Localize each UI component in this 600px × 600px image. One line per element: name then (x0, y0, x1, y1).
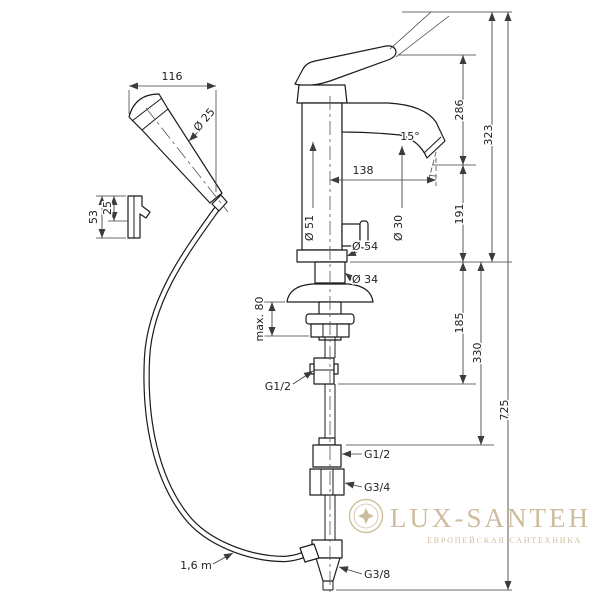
thread-g12-mid-label: G1/2 (364, 448, 390, 461)
dim-53-label: 53 (87, 210, 100, 224)
dim-max80-label: max. 80 (253, 297, 266, 342)
g34-connector (309, 468, 345, 496)
hose-fill (144, 208, 305, 562)
phantom-lever-line (389, 11, 432, 50)
faucet-body (286, 45, 446, 591)
watermark-logo-emblem (358, 508, 374, 524)
lever-handle (294, 45, 397, 87)
leader-g12-shower (292, 370, 314, 385)
dim-dia34-label: Ø 34 (352, 273, 378, 286)
sprayer-head-joint (141, 108, 169, 131)
watermark-logo-inner-circle (353, 503, 379, 529)
wall-holder-bracket (127, 195, 151, 239)
angle-15-label: 15° (400, 130, 420, 143)
dim-116-label: 116 (162, 70, 183, 83)
watermark: LUX-SANTEH ЕВРОПЕЙСКАЯ САНТЕХНИКА (348, 498, 591, 545)
shower-outlet-connector (313, 357, 335, 385)
phantom-lever-line (395, 15, 450, 58)
cartridge-cap (296, 84, 348, 104)
sprayer-hose-nipple (211, 194, 228, 212)
thread-g12-shower-label: G1/2 (265, 380, 291, 393)
shower-hose (143, 206, 320, 563)
hose-end-fitting (299, 543, 320, 563)
dim-323-label: 323 (482, 125, 495, 146)
dim-191-label: 191 (453, 204, 466, 225)
dim-138-label: 138 (353, 164, 374, 177)
dim-330-label: 330 (471, 343, 484, 364)
dim-185-label: 185 (453, 313, 466, 334)
hand-shower (127, 93, 228, 239)
leader-g34 (344, 481, 363, 489)
leader-g38 (338, 566, 363, 575)
angle-15-arc (428, 174, 437, 177)
diverter-knob (359, 220, 369, 249)
spout (341, 102, 446, 159)
leader-dia34 (344, 272, 355, 282)
dim-dia54-label: Ø 54 (352, 240, 378, 253)
watermark-logo-outer-circle (348, 498, 384, 534)
dim-dia25-label: Ø 25 (191, 106, 218, 134)
g38-cone-nut (315, 557, 341, 582)
leader-hose-length (212, 552, 234, 565)
thread-g34-label: G3/4 (364, 481, 390, 494)
watermark-title: LUX-SANTEH (390, 503, 591, 533)
thread-g38-label: G3/8 (364, 568, 390, 581)
angle-15-line (427, 151, 437, 184)
sprayer-axis-centerline (145, 107, 229, 213)
base-collar (296, 249, 348, 263)
watermark-subtitle: ЕВРОПЕЙСКАЯ САНТЕХНИКА (427, 536, 582, 545)
hose-length-label: 1,6 m (180, 559, 212, 572)
g12-connector (312, 444, 342, 468)
leader-dia25 (188, 130, 200, 142)
connector-tab (333, 363, 339, 375)
dim-725-label: 725 (498, 400, 511, 421)
dim-dia30-label: Ø 30 (392, 215, 405, 241)
aerator-ring (423, 136, 442, 154)
escutcheon (286, 283, 374, 303)
dim-dia51-label: Ø 51 (303, 215, 316, 241)
leader-dia54 (346, 249, 358, 257)
dim-286-label: 286 (453, 100, 466, 121)
dim-25-label: 25 (101, 201, 114, 215)
connector-collar (318, 437, 336, 446)
